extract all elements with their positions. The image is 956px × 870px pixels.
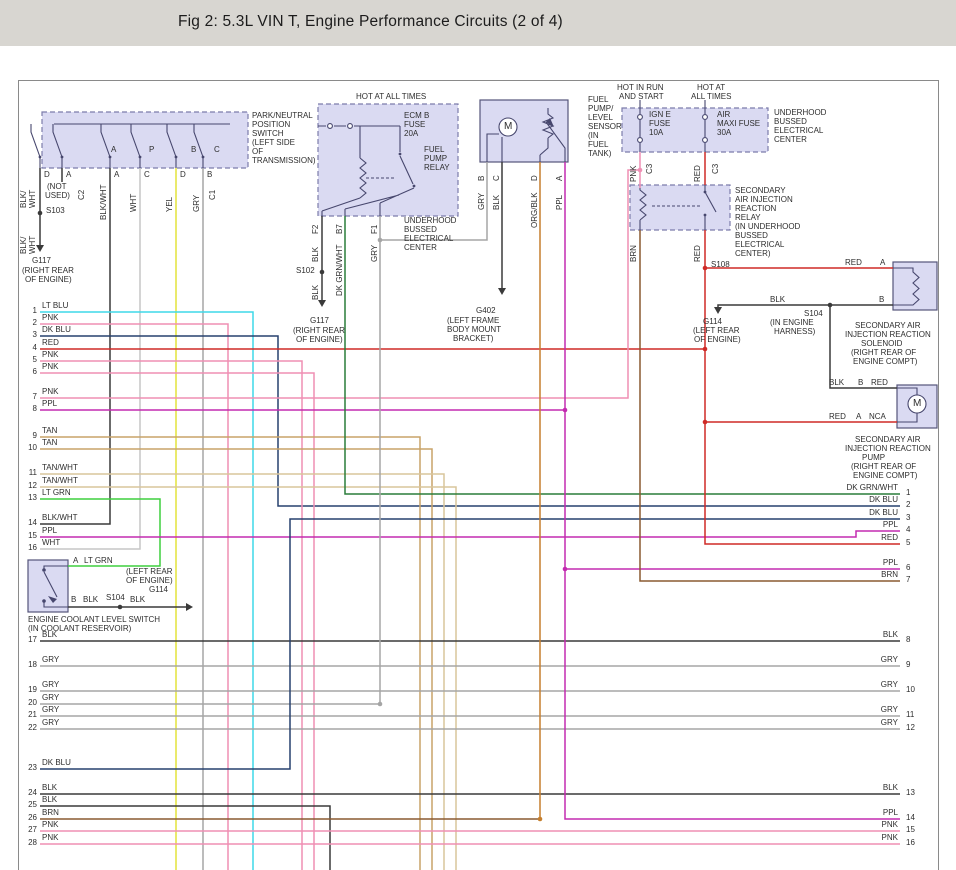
ground-symbols-layer	[36, 245, 722, 611]
coolant-switch-arrowhead	[48, 596, 57, 603]
wire-row12-tan-wht	[40, 486, 457, 870]
fuse-end-cap	[347, 123, 353, 129]
sair-relay-coil-icon	[639, 185, 647, 230]
component-boxes-layer	[27, 99, 938, 613]
wire-row2-pnk	[40, 323, 229, 870]
fuel-pump-leads	[486, 133, 503, 162]
wire-row3-dk-blu	[40, 335, 900, 507]
wire-row25-blk	[40, 805, 331, 870]
solenoid-coil-icon	[893, 267, 920, 306]
wire-relay-dk-grn-wht	[344, 216, 900, 495]
wire-pump-gry	[380, 162, 488, 241]
pnp-switch-symbol	[30, 123, 230, 168]
splice-dot	[637, 167, 643, 173]
splice-dot	[702, 419, 708, 425]
relay-switch-contact	[344, 155, 415, 216]
fuel-pump-box	[479, 99, 569, 163]
splice-dot	[562, 407, 568, 413]
coolant-switch-symbol	[42, 565, 68, 608]
pnp-switch-arms	[30, 124, 204, 168]
fuse-end-cap	[327, 123, 333, 129]
wire-row5-pnk	[40, 360, 303, 870]
splice-dots-layer	[37, 167, 833, 822]
fuel-pump-motor-icon	[498, 117, 518, 137]
wire-row1-lt-blu	[40, 311, 254, 870]
wire-pnp-blkwht-a	[40, 168, 111, 525]
underhood-fuses-box	[621, 107, 769, 153]
relay-coil-icon	[321, 126, 367, 216]
sair-relay-symbol	[639, 185, 717, 230]
fuel-pump-symbol	[486, 108, 566, 162]
wire-sair-relay-red	[704, 230, 900, 545]
sair-solenoid-symbol	[893, 267, 920, 306]
level-sensor-wiper	[545, 121, 566, 162]
ground-arrow-icon	[186, 603, 193, 611]
splice-dot	[702, 346, 708, 352]
sair-solenoid-box	[892, 261, 938, 311]
coolant-switch-arm	[43, 571, 58, 598]
wire-row13-lt-grn	[40, 498, 161, 567]
wire-row7-pnk	[40, 169, 640, 399]
wire-row6-pnk	[40, 372, 315, 870]
splice-dot	[827, 302, 833, 308]
ecm-b-fuse-icon	[318, 125, 401, 152]
sair-pump-symbol	[897, 387, 927, 423]
wire-row23-dk-blu	[40, 518, 900, 770]
coolant-switch-box	[27, 559, 69, 613]
splice-dot	[37, 210, 43, 216]
diagram-frame	[18, 80, 939, 870]
wiper-arrowhead	[546, 118, 554, 127]
splice-dot	[117, 604, 123, 610]
wire-pump-ppl	[564, 162, 900, 820]
splice-dot	[319, 269, 325, 275]
wire-row11-tan-wht	[40, 473, 445, 870]
park-neutral-switch-box	[41, 111, 249, 169]
sair-pump-leads	[897, 387, 918, 423]
splice-dot	[377, 237, 383, 243]
wires-layer	[39, 152, 900, 870]
wire-s104-pump-blk	[829, 305, 897, 389]
ground-arrow-icon	[318, 300, 326, 307]
sair-relay-box	[629, 184, 731, 231]
fuel-pump-relay-box	[317, 103, 459, 217]
ground-arrow-icon	[36, 245, 44, 252]
splice-dot	[702, 265, 708, 271]
wire-sair-relay-brn	[639, 230, 900, 582]
underhood-fuses-symbol	[637, 100, 708, 152]
wire-row10-tan	[40, 448, 433, 870]
page-title: Fig 2: 5.3L VIN T, Engine Performance Ci…	[178, 13, 563, 30]
title-bar: Fig 2: 5.3L VIN T, Engine Performance Ci…	[0, 0, 956, 46]
ground-arrow-icon	[714, 307, 722, 314]
fuel-pump-relay-symbol	[318, 123, 416, 216]
wire-row15-ppl	[40, 530, 900, 538]
wire-solenoid-blk	[717, 304, 893, 307]
splice-dot	[537, 816, 543, 822]
wire-row9-tan	[40, 436, 421, 870]
wire-pnp-wht-c	[40, 168, 141, 550]
splice-dot	[377, 701, 383, 707]
splice-dot	[562, 566, 568, 572]
sair-pump-motor-icon	[907, 394, 927, 414]
pnp-contact-dots	[38, 155, 205, 159]
ground-arrow-icon	[498, 288, 506, 295]
